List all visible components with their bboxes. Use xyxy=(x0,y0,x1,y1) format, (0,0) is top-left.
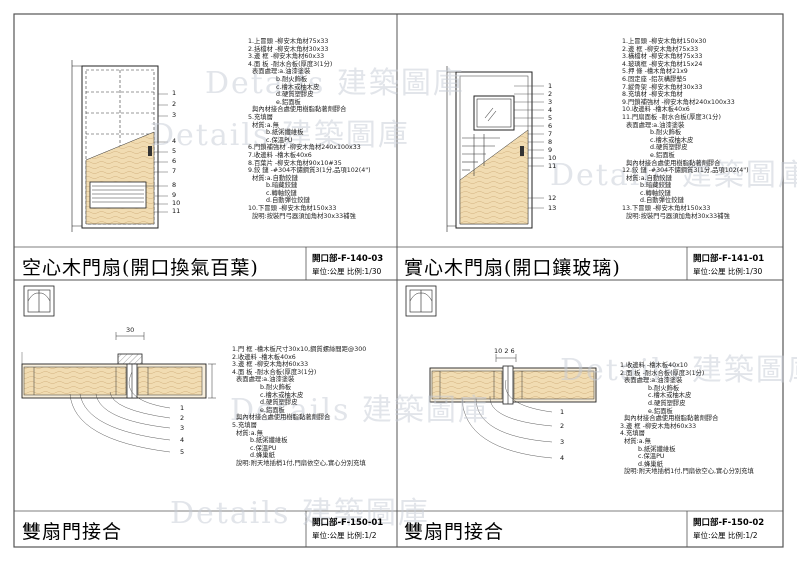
drawing-code: 開口部-F-150-01 xyxy=(312,518,384,528)
callout-number: 8 xyxy=(548,138,553,146)
callout-number: 6 xyxy=(548,122,553,130)
callout-numbers: 1 2 3 4 5 xyxy=(180,404,192,460)
callout-number: 2 xyxy=(180,414,185,422)
dimension-label: 10 2 6 xyxy=(494,347,515,355)
watermark: Details 建築圖庫 xyxy=(170,496,430,531)
callout-number: 8 xyxy=(172,181,177,189)
callout-number: 4 xyxy=(180,436,185,444)
joint-section-1 xyxy=(21,285,216,453)
callout-numbers: 1 2 3 4 xyxy=(560,408,572,464)
callout-number: 7 xyxy=(548,130,553,138)
callout-number: 1 xyxy=(172,89,177,97)
callout-number: 10 xyxy=(548,154,557,162)
callout-number: 5 xyxy=(548,114,553,122)
callout-number: 6 xyxy=(172,157,177,165)
drawing-scale: 單位:公厘 比例:1/2 xyxy=(312,531,377,540)
callout-numbers: 1 2 3 4 5 6 7 8 9 10 11 12 13 xyxy=(548,82,562,222)
callout-number: 5 xyxy=(172,147,177,155)
callout-numbers: 1 2 3 4 5 6 7 8 9 10 11 xyxy=(172,89,184,219)
drawing-scale: 單位:公厘 比例:1/2 xyxy=(693,531,758,540)
callout-number: 7 xyxy=(172,167,177,175)
callout-number: 3 xyxy=(560,438,565,446)
callout-number: 13 xyxy=(548,204,557,212)
material-notes: 1.門 框 -檜木板尺寸30x10,鋼質螺絲間距@300 2.收邊料 -檜木板4… xyxy=(232,346,367,467)
drawing-code: 開口部-F-141-01 xyxy=(693,254,765,264)
drawing-scale: 單位:公厘 比例:1/30 xyxy=(693,267,763,276)
callout-number: 1 xyxy=(548,82,553,90)
callout-number: 2 xyxy=(548,90,553,98)
watermark: Details 建築圖庫 xyxy=(230,393,490,428)
callout-number: 1 xyxy=(180,404,185,412)
material-notes: 1.上冒頭 -柳安木角材150x30 2.邊 框 -柳安木角材75x33 3.橫… xyxy=(622,38,749,220)
callout-number: 2 xyxy=(560,422,565,430)
callout-number: 2 xyxy=(172,100,177,108)
callout-number: 9 xyxy=(172,191,177,199)
callout-number: 9 xyxy=(548,146,553,154)
callout-number: 11 xyxy=(548,162,557,170)
callout-number: 1 xyxy=(560,408,565,416)
callout-number: 11 xyxy=(172,207,181,215)
watermark: Details 建築圖庫 xyxy=(560,353,797,388)
material-notes: 1.上冒頭 -柳安木角材75x33 2.括檔材 -柳安木角材30x33 3.邊 … xyxy=(248,38,371,220)
callout-number: 3 xyxy=(172,111,177,119)
watermark: Details 建築圖庫 xyxy=(150,118,410,153)
callout-number: 3 xyxy=(548,98,553,106)
joint-section-2 xyxy=(405,285,597,459)
solid-door-elevation xyxy=(446,66,544,232)
callout-number: 5 xyxy=(180,448,185,456)
dimension-label: 30 xyxy=(126,326,135,334)
panel-title: 實心木門扇(開口鑲玻璃) xyxy=(404,257,621,279)
watermark: Details 建築圖庫 xyxy=(550,158,797,193)
callout-number: 10 xyxy=(172,199,181,207)
drawing-code: 開口部-F-150-02 xyxy=(693,518,765,528)
callout-number: 4 xyxy=(172,137,177,145)
callout-number: 3 xyxy=(180,424,185,432)
callout-number: 4 xyxy=(548,106,553,114)
watermark: Details 建築圖庫 xyxy=(205,66,465,101)
material-notes: 1.收邊料 -檜木板40x10 2.面 板 -耐水合板(厚度3(1分) 表面處理… xyxy=(620,362,754,476)
callout-number: 4 xyxy=(560,454,565,462)
panel-title: 雙扇門接合 xyxy=(22,521,123,543)
panel-title: 雙扇門接合 xyxy=(404,521,505,543)
callout-number: 12 xyxy=(548,194,557,202)
hollow-door-elevation xyxy=(71,60,168,232)
panel-title: 空心木門扇(開口換氣百葉) xyxy=(22,257,259,279)
drawing-code: 開口部-F-140-03 xyxy=(312,254,384,264)
drawing-scale: 單位:公厘 比例:1/30 xyxy=(312,267,382,276)
